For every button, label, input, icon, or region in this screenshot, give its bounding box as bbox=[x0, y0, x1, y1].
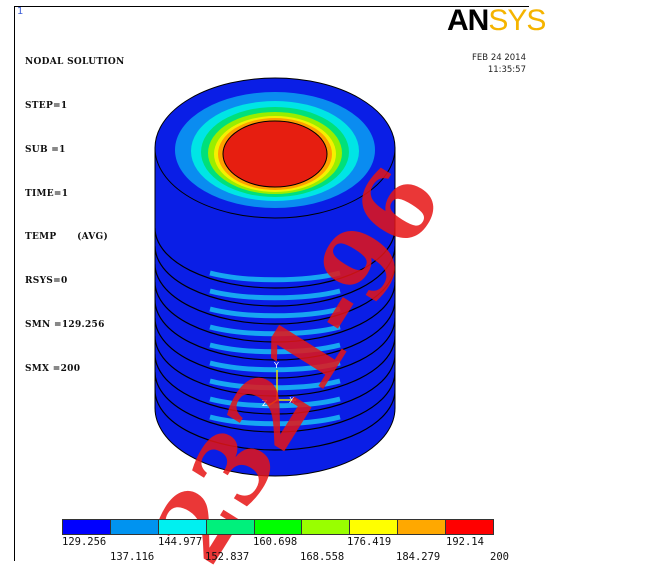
legend-swatch-7 bbox=[350, 520, 399, 534]
legend-swatch-1 bbox=[63, 520, 111, 534]
info-smn: SMN =129.256 bbox=[25, 319, 105, 330]
legend-swatch-2 bbox=[110, 520, 159, 534]
legend-swatch-6 bbox=[302, 520, 351, 534]
legend-label-2: 137.116 bbox=[110, 551, 155, 563]
legend-swatch-5 bbox=[254, 520, 303, 534]
logo-sys: SYS bbox=[488, 4, 546, 37]
legend-label-1: 129.256 bbox=[62, 536, 107, 548]
info-smx: SMX =200 bbox=[25, 363, 81, 374]
color-legend-bar bbox=[62, 519, 494, 535]
legend-label-4: 152.837 bbox=[205, 551, 250, 563]
ansys-graphics-window: 1 NODAL SOLUTION STEP=1 SUB =1 TIME=1 TE… bbox=[14, 5, 547, 580]
logo-an: AN bbox=[447, 4, 489, 37]
hot-core bbox=[222, 120, 328, 188]
info-title: NODAL SOLUTION bbox=[25, 57, 125, 68]
cylinder-body bbox=[154, 147, 396, 477]
info-temp: TEMP (AVG) bbox=[25, 232, 109, 243]
info-step: STEP=1 bbox=[25, 100, 68, 111]
timestamp-date: FEB 24 2014 bbox=[472, 53, 526, 63]
cylinder-contour-model: Y X Z bbox=[154, 77, 396, 477]
window-border-left bbox=[14, 6, 15, 561]
solution-info-block: NODAL SOLUTION STEP=1 SUB =1 TIME=1 TEMP… bbox=[25, 26, 125, 405]
legend-swatch-8 bbox=[398, 520, 447, 534]
timestamp-time: 11:35:57 bbox=[487, 65, 526, 75]
info-time: TIME=1 bbox=[25, 188, 69, 199]
legend-swatch-4 bbox=[206, 520, 255, 534]
fin-rings bbox=[155, 227, 395, 451]
axis-x-label: X bbox=[289, 396, 295, 405]
ansys-logo: ANSYS bbox=[447, 4, 546, 37]
legend-label-7: 176.419 bbox=[347, 536, 392, 548]
legend-swatch-3 bbox=[158, 520, 207, 534]
legend-label-9: 192.14 bbox=[446, 536, 484, 548]
legend-swatch-9 bbox=[446, 520, 494, 534]
legend-label-6: 168.558 bbox=[300, 551, 345, 563]
axis-z-label: Z bbox=[262, 399, 268, 408]
legend-label-10: 200 bbox=[490, 551, 509, 563]
legend-label-8: 184.279 bbox=[396, 551, 441, 563]
timestamp: FEB 24 2014 11:35:57 bbox=[440, 52, 526, 76]
legend-label-3: 144.977 bbox=[158, 536, 203, 548]
info-rsys: RSYS=0 bbox=[25, 276, 68, 287]
axis-y-label: Y bbox=[273, 361, 279, 370]
info-sub: SUB =1 bbox=[25, 144, 66, 155]
window-border-top bbox=[14, 6, 529, 7]
axis-triad: Y X Z bbox=[262, 361, 296, 408]
legend-label-5: 160.698 bbox=[253, 536, 298, 548]
window-number: 1 bbox=[17, 6, 24, 17]
